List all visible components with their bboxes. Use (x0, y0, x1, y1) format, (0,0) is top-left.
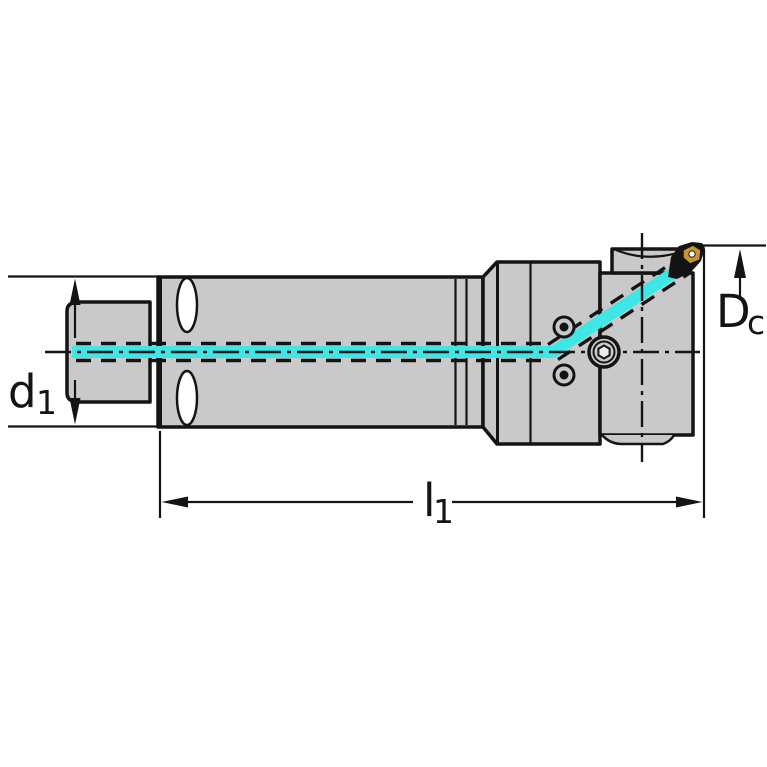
l1-arrow-left (161, 496, 188, 508)
set-screw-lower (552, 363, 576, 387)
dimension-l1: l1 (158, 249, 706, 531)
coolant-wall-diagonal-bottom (557, 270, 693, 361)
d1-label: d1 (8, 365, 57, 422)
dc-arrow-up (734, 249, 746, 278)
head-bottom-notch (601, 434, 676, 446)
d1-arrow-up (69, 278, 81, 305)
insert-hole (688, 250, 696, 258)
clamping-slot-top (175, 276, 199, 334)
hex-socket-screw (587, 335, 621, 369)
dc-label: Dc (716, 285, 765, 342)
d1-arrow-down (69, 398, 81, 425)
dimension-d1: d1 (8, 275, 160, 428)
l1-arrow-right (676, 496, 703, 508)
clamping-slot-bottom (175, 369, 199, 427)
l1-label: l1 (423, 474, 454, 531)
dimension-Dc: Dc (700, 244, 766, 342)
insert-clamp-assembly (668, 242, 705, 279)
set-screw-upper (552, 315, 576, 339)
